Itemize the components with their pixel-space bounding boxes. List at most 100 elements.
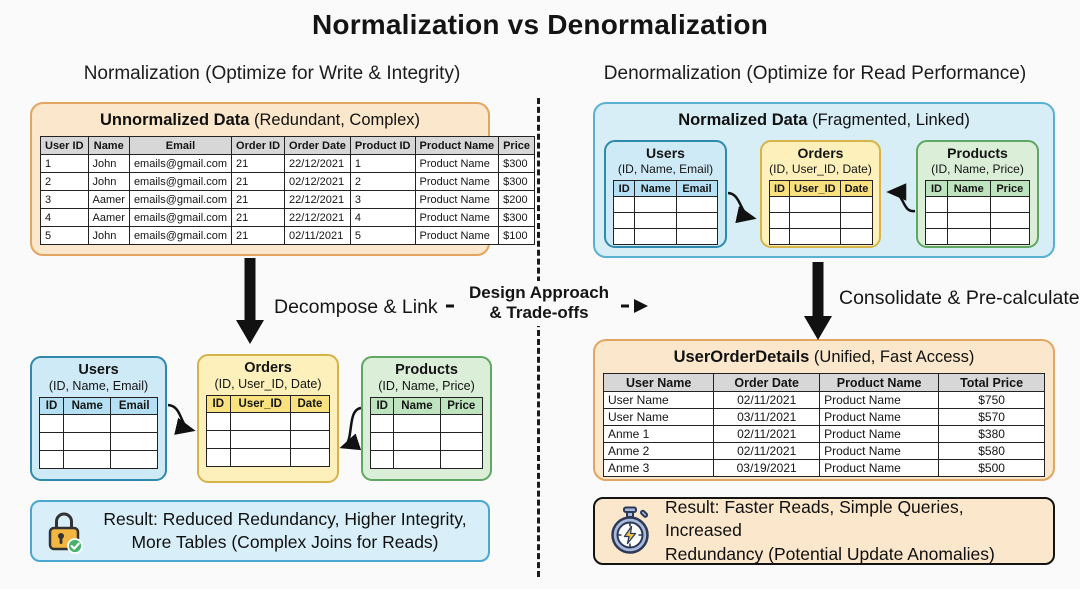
table-cell bbox=[229, 412, 291, 431]
column-header: Price bbox=[989, 180, 1031, 197]
result-line: Result: Reduced Redundancy, Higher Integ… bbox=[103, 508, 467, 529]
table-cell bbox=[839, 196, 874, 213]
table-cell bbox=[38, 414, 65, 433]
table-row bbox=[769, 196, 874, 213]
column-header: Order ID bbox=[231, 136, 286, 155]
table-cell: Anme 2 bbox=[602, 442, 715, 460]
table-row bbox=[612, 212, 719, 229]
table-row bbox=[38, 432, 158, 451]
unnormalized-panel-title: Unnormalized Data (Redundant, Complex) bbox=[32, 104, 488, 130]
table-cell: 1 bbox=[349, 154, 416, 173]
table-row bbox=[206, 412, 331, 431]
table-row bbox=[925, 212, 1031, 229]
entity-title: Orders bbox=[244, 360, 292, 376]
column-header: ID bbox=[769, 180, 790, 197]
column-header: Email bbox=[128, 136, 233, 155]
consolidate-precalculate-label: Consolidate & Pre-calculate bbox=[839, 287, 1080, 309]
table-cell: 5 bbox=[40, 226, 89, 245]
column-header: Name bbox=[63, 397, 112, 415]
design-approach-line1: Design Approach bbox=[468, 283, 610, 302]
column-header: Order Date bbox=[284, 136, 351, 155]
table-row bbox=[369, 432, 484, 451]
table-cell bbox=[612, 212, 636, 229]
column-header: Name bbox=[87, 136, 130, 155]
table-cell bbox=[206, 430, 231, 449]
table-cell bbox=[612, 196, 636, 213]
decompose-link-label: Decompose & Link bbox=[274, 296, 438, 318]
userorderdetails-title-note: (Unified, Fast Access) bbox=[809, 348, 975, 366]
table-cell: Anme 3 bbox=[602, 459, 715, 477]
table-cell: Product Name bbox=[414, 190, 500, 209]
userorderdetails-panel-title: UserOrderDetails (Unified, Fast Access) bbox=[595, 341, 1053, 367]
table-cell bbox=[38, 450, 65, 469]
table-cell bbox=[612, 228, 636, 245]
table-cell: 02/11/2021 bbox=[713, 425, 821, 443]
entity-title: Users bbox=[78, 362, 119, 378]
table-cell bbox=[925, 228, 948, 245]
table-cell bbox=[289, 412, 331, 431]
table-cell bbox=[206, 448, 231, 467]
table-cell bbox=[769, 196, 790, 213]
table-cell bbox=[989, 212, 1031, 229]
table-cell: Product Name bbox=[414, 226, 500, 245]
table-cell bbox=[110, 450, 158, 469]
table-cell bbox=[229, 448, 291, 467]
entity-fields: (ID, Name, Email) bbox=[617, 162, 714, 176]
table-cell bbox=[393, 432, 441, 451]
column-header: ID bbox=[925, 180, 948, 197]
column-header: Email bbox=[110, 397, 158, 415]
entity-fields: (ID, Name, Email) bbox=[48, 379, 149, 393]
table-cell: 2 bbox=[40, 172, 89, 191]
table-cell: $100 bbox=[498, 226, 536, 245]
unnormalized-title-bold: Unnormalized Data bbox=[99, 111, 250, 129]
center-arrowhead bbox=[634, 299, 648, 313]
table-cell bbox=[634, 212, 677, 229]
table-cell: $570 bbox=[938, 408, 1045, 426]
table-cell bbox=[634, 228, 677, 245]
table-cell: emails@gmail.com bbox=[128, 190, 233, 209]
column-header: User_ID bbox=[789, 180, 841, 197]
table-row bbox=[769, 228, 874, 245]
products-orders-connector-left bbox=[339, 406, 362, 451]
table-cell bbox=[38, 432, 65, 451]
table-cell bbox=[206, 412, 231, 431]
table-cell bbox=[229, 430, 291, 449]
table-cell bbox=[769, 228, 790, 245]
table-cell bbox=[110, 432, 158, 451]
column-header: ID bbox=[612, 180, 636, 197]
entity-title: Products bbox=[395, 362, 458, 378]
table-cell bbox=[289, 448, 331, 467]
normalized-title-bold: Normalized Data bbox=[678, 111, 808, 129]
column-header: Product ID bbox=[349, 136, 416, 155]
table-cell bbox=[439, 450, 484, 469]
userorderdetails-title-bold: UserOrderDetails bbox=[673, 348, 810, 366]
table-cell bbox=[789, 228, 841, 245]
table-cell bbox=[289, 430, 331, 449]
table-cell: 03/19/2021 bbox=[713, 459, 821, 477]
table-cell: $500 bbox=[938, 459, 1045, 477]
result-line: More Tables (Complex Joins for Reads) bbox=[131, 532, 439, 552]
normalization-result-text: Result: Reduced Redundancy, Higher Integ… bbox=[94, 508, 476, 554]
table-row bbox=[369, 414, 484, 433]
table-cell: 5 bbox=[349, 226, 416, 245]
table-cell bbox=[789, 212, 841, 229]
center-dashed-divider bbox=[537, 98, 540, 577]
table-cell bbox=[839, 228, 874, 245]
table-cell: Anme 1 bbox=[602, 425, 715, 443]
normalization-heading: Normalization (Optimize for Write & Inte… bbox=[83, 63, 461, 84]
normalized-panel-title: Normalized Data (Fragmented, Linked) bbox=[595, 104, 1053, 130]
table-cell bbox=[925, 196, 948, 213]
table-cell: $580 bbox=[938, 442, 1045, 460]
unnormalized-title-note: (Redundant, Complex) bbox=[249, 111, 421, 129]
table-cell bbox=[63, 450, 112, 469]
